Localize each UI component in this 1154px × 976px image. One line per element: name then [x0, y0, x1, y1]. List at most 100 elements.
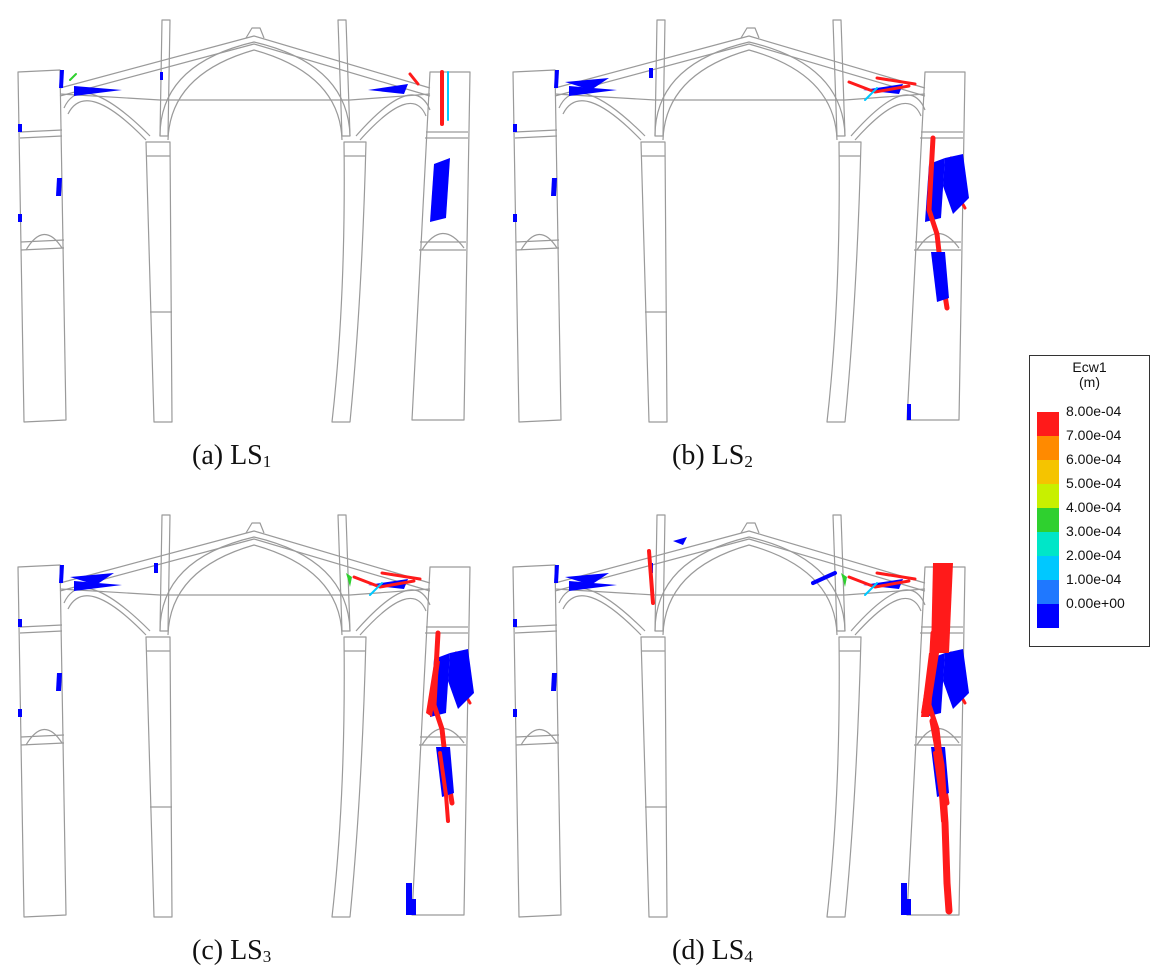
left-buttress-courses — [19, 129, 65, 251]
nave-arch-inner — [167, 49, 343, 141]
right-buttress — [411, 71, 471, 421]
crack-zone — [907, 404, 911, 420]
legend-label: 3.00e-04 — [1066, 523, 1122, 539]
caption-b: (b) LS2 — [672, 440, 753, 471]
crack-zone — [59, 70, 64, 88]
right-aisle-arch-outer — [850, 589, 926, 632]
structure-outline — [512, 19, 966, 423]
crack-zone — [863, 84, 903, 94]
legend-label: 8.00e-04 — [1066, 403, 1122, 419]
crack-line — [847, 575, 911, 589]
legend-title: Ecw1 (m) — [1030, 360, 1149, 390]
left-aisle-arch-inner — [67, 595, 147, 636]
structure-outline — [17, 514, 471, 918]
right-aisle-arch-outer — [355, 94, 431, 137]
roof-chord-upper — [554, 35, 926, 89]
crack-line — [875, 571, 917, 581]
left-pier-courses — [147, 650, 172, 808]
crack-zone — [649, 68, 653, 78]
legend-title-unit: (m) — [1079, 374, 1100, 390]
crack-zone — [565, 78, 609, 90]
tie-beam — [59, 93, 431, 101]
crack-line — [847, 80, 911, 94]
left-aisle-arch-inner — [562, 595, 642, 636]
left-buttress-courses — [514, 129, 560, 251]
nave-arch-inner — [662, 544, 838, 636]
roof-chord-lower — [59, 538, 431, 592]
crack-line — [369, 582, 383, 596]
legend-swatch — [1037, 412, 1059, 436]
crack-zone — [74, 581, 122, 591]
crack-zone — [412, 899, 416, 915]
crack-zone — [406, 883, 412, 915]
right-pier — [826, 141, 862, 423]
left-pier-courses — [642, 650, 667, 808]
crack-line — [69, 73, 77, 81]
crack-zone — [368, 84, 408, 94]
right-buttress-courses — [419, 626, 468, 746]
crack-zone — [921, 653, 939, 717]
crack-zone — [901, 883, 907, 915]
nave-arch-outer — [654, 536, 846, 632]
legend-label: 7.00e-04 — [1066, 427, 1122, 443]
legend-swatch — [1037, 484, 1059, 508]
left-pier — [640, 636, 668, 918]
crack-pattern — [513, 537, 969, 915]
legend-swatch — [1037, 508, 1059, 532]
crown-pinnacle — [245, 27, 265, 39]
crack-zone — [56, 178, 62, 196]
crack-zone — [18, 124, 22, 132]
roof-chord-upper — [59, 35, 431, 89]
caption-d: (d) LS4 — [672, 935, 753, 966]
crack-zone — [554, 70, 559, 88]
legend-label: 0.00e+00 — [1066, 595, 1125, 611]
left-aisle-arch-inner — [67, 100, 147, 141]
crack-zone — [56, 673, 62, 691]
crack-zone — [154, 563, 158, 573]
panel-d — [505, 503, 995, 928]
left-buttress — [512, 564, 562, 918]
crack-zone — [863, 579, 903, 589]
right-aisle-arch-outer — [850, 94, 926, 137]
legend-label: 6.00e-04 — [1066, 451, 1122, 467]
tie-beam — [554, 588, 926, 596]
crack-line — [408, 72, 420, 86]
left-buttress-arch — [25, 728, 63, 746]
crack-zone — [74, 86, 122, 96]
crack-zone — [160, 72, 163, 80]
left-buttress — [17, 564, 67, 918]
left-aisle-arch-outer — [63, 587, 151, 632]
crack-line — [864, 87, 878, 101]
crown-pinnacle — [740, 522, 760, 534]
nave-arch-outer — [654, 41, 846, 137]
left-aisle-arch-outer — [558, 92, 646, 137]
panel-c — [10, 503, 500, 928]
panel-b — [505, 8, 995, 433]
legend-title-variable: Ecw1 — [1072, 359, 1107, 375]
left-pier — [145, 141, 173, 423]
crack-zone — [346, 573, 352, 587]
left-pier — [145, 636, 173, 918]
crown-pinnacle — [245, 522, 265, 534]
crack-zone — [943, 154, 969, 214]
roof-chord-lower — [59, 43, 431, 97]
right-aisle-arch-outer — [355, 589, 431, 632]
crack-zone — [368, 579, 408, 589]
right-aisle-arch-inner — [359, 102, 427, 141]
legend-swatch — [1037, 436, 1059, 460]
crack-zone — [18, 709, 22, 717]
nave-arch-outer — [159, 536, 351, 632]
right-pier — [331, 636, 367, 918]
crack-zone — [931, 563, 953, 653]
legend-label: 4.00e-04 — [1066, 499, 1122, 515]
left-pier-courses — [642, 155, 667, 313]
nave-arch-inner — [167, 544, 343, 636]
right-pier — [826, 636, 862, 918]
legend-label: 1.00e-04 — [1066, 571, 1122, 587]
panel-a — [10, 8, 500, 433]
crack-zone — [565, 573, 609, 585]
left-buttress — [17, 69, 67, 423]
legend-color-bar — [1037, 412, 1059, 628]
left-aisle-arch-outer — [558, 587, 646, 632]
caption-c: (c) LS3 — [192, 935, 272, 966]
